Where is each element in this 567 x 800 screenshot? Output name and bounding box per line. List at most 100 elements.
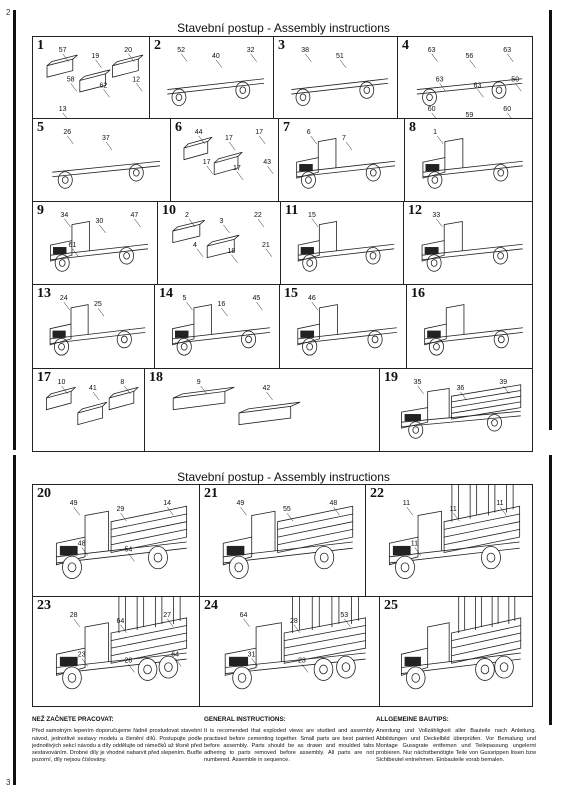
step-number: 9: [37, 203, 44, 218]
part-number-callout: 31: [248, 651, 256, 658]
part-number-callout: 2: [185, 212, 189, 219]
parts-drawing: [46, 386, 139, 426]
truck-drawing: [52, 160, 161, 189]
step-11: 11 15: [281, 202, 404, 285]
step-number: 25: [384, 598, 398, 613]
step-illustration: [424, 304, 523, 356]
callout-leader: [344, 618, 351, 627]
step-number: 15: [284, 286, 298, 301]
callout-leader: [240, 507, 247, 516]
step-number: 11: [285, 203, 299, 218]
callout-leader: [305, 53, 312, 62]
part-number-callout: 64: [171, 651, 179, 658]
callout-leader: [120, 624, 127, 633]
callout-leader: [63, 301, 71, 311]
step-number: 20: [37, 486, 51, 501]
callout-leader: [206, 165, 213, 174]
truck-drawing: [296, 137, 395, 189]
callout-leader: [417, 385, 424, 395]
callout-leader: [81, 547, 88, 556]
callout-leader: [431, 53, 438, 62]
callout-leader: [469, 59, 476, 68]
callout-leader: [436, 135, 444, 145]
part-number-callout: 61: [69, 242, 77, 249]
callout-leader: [500, 507, 507, 516]
step-illustration: 1: [422, 129, 523, 189]
step-number: 13: [37, 286, 51, 301]
callout-leader: [215, 59, 223, 68]
part-number-callout: 58: [67, 76, 75, 83]
part-number-callout: 63: [428, 47, 436, 54]
part-number-callout: 63: [474, 82, 482, 89]
instructions-english-text: It is recomended that exploded views are…: [204, 728, 374, 764]
callout-leader: [507, 53, 514, 62]
truck-drawing: [167, 78, 265, 106]
edge-bar-right-top: [549, 10, 552, 430]
part-number-callout: 15: [308, 212, 316, 219]
truck-drawing: [401, 384, 522, 439]
callout-leader: [250, 53, 257, 62]
callout-leader: [181, 53, 188, 62]
part-number-callout: 53: [340, 612, 348, 619]
callout-leader: [188, 218, 196, 228]
callout-leader: [406, 507, 413, 516]
part-number-callout: 45: [253, 295, 261, 302]
part-number-callout: 3: [220, 218, 224, 225]
truck-drawing: [424, 304, 523, 356]
callout-leader: [81, 658, 88, 667]
callout-leader: [311, 218, 319, 228]
step-number: 8: [409, 120, 416, 135]
edge-bar-left-bottom: [13, 455, 16, 785]
part-number-callout: 13: [59, 106, 67, 113]
callout-leader: [507, 112, 512, 118]
part-number-callout: 4: [193, 242, 197, 249]
part-number-callout: 1: [433, 129, 437, 136]
part-number-callout: 46: [308, 295, 316, 302]
part-number-callout: 16: [218, 301, 226, 308]
truck-drawing: [55, 505, 188, 579]
part-number-callout: 11: [450, 506, 457, 513]
parts-drawing: [172, 219, 240, 259]
edge-bar-right-bottom: [549, 455, 552, 725]
part-number-callout: 17: [233, 165, 241, 172]
part-number-callout: 34: [61, 212, 69, 219]
part-number-callout: 6: [307, 129, 311, 136]
part-number-callout: 56: [466, 53, 474, 60]
callout-leader: [128, 664, 135, 673]
sheet1-title: Stavební postup - Assembly instructions: [177, 21, 390, 35]
part-number-callout: 52: [177, 47, 185, 54]
sheet2-title: Stavební postup - Assembly instructions: [177, 470, 390, 484]
callout-leader: [134, 218, 141, 228]
part-number-callout: 23: [298, 657, 306, 664]
part-number-callout: 63: [436, 76, 444, 83]
instructions-german-heading: ALLGEMEINE BAUTIPS:: [376, 716, 449, 723]
part-number-callout: 26: [63, 129, 71, 136]
callout-leader: [339, 59, 347, 68]
truck-drawing: [421, 220, 523, 272]
part-number-callout: 21: [262, 242, 270, 249]
part-number-callout: 7: [342, 135, 346, 142]
part-number-callout: 33: [432, 212, 440, 219]
part-number-callout: 48: [78, 540, 86, 547]
callout-leader: [310, 135, 317, 145]
part-number-callout: 25: [94, 301, 102, 308]
truck-drawing: [291, 78, 389, 106]
parts-drawing: [172, 386, 301, 426]
callout-leader: [228, 141, 236, 151]
part-number-callout: 42: [263, 385, 271, 392]
part-number-callout: 10: [58, 379, 66, 386]
callout-leader: [333, 507, 340, 516]
callout-leader: [251, 658, 258, 667]
truck-drawing: [224, 597, 366, 690]
part-number-callout: 12: [132, 76, 140, 83]
truck-drawing: [388, 485, 521, 579]
step-number: 7: [283, 120, 290, 135]
